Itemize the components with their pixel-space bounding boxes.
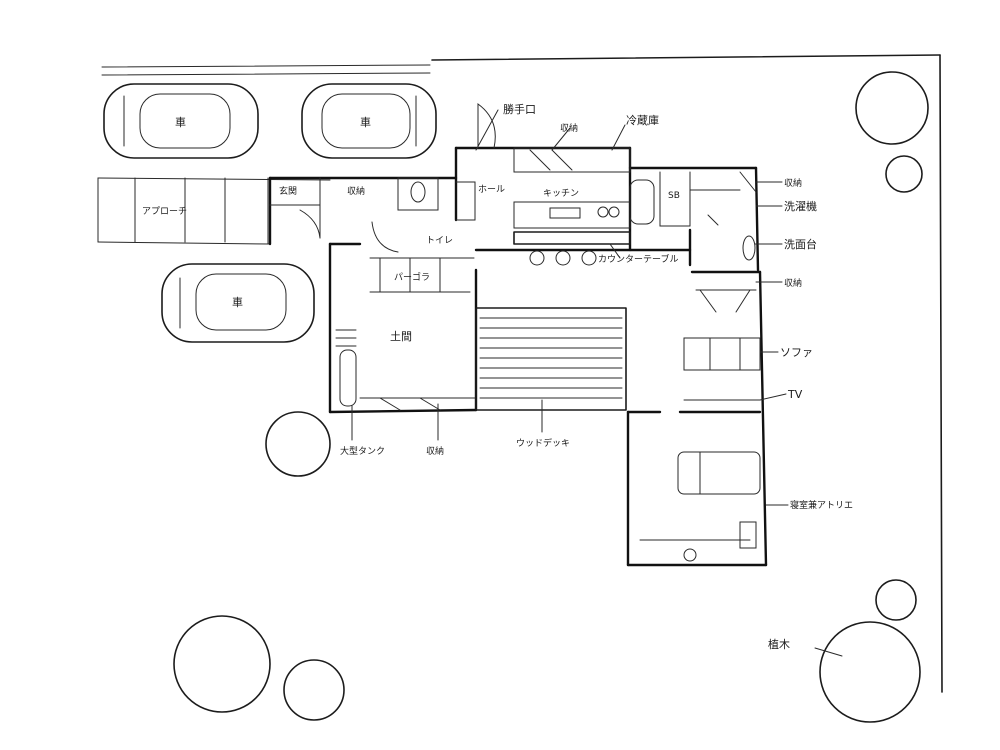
leader-lines (351, 109, 843, 657)
site-boundary (101, 54, 943, 693)
approach-label: アプローチ (142, 206, 187, 217)
labels: 車 車 車 アプローチ 玄関 収納 トイレ ホール 勝手口 収納 冷蔵庫 キッチ… (142, 102, 853, 651)
approach-area (97, 177, 331, 245)
back-door-label: 勝手口 (503, 102, 536, 116)
interior-details (269, 103, 761, 562)
bedroom-atelier-label: 寝室兼アトリエ (790, 499, 853, 511)
sofa-label: ソファ (780, 346, 813, 359)
storage-kitchen-label: 収納 (560, 122, 578, 134)
wood-deck-label: ウッドデッキ (516, 437, 570, 449)
car-3 (161, 263, 315, 343)
car-1-label: 車 (175, 115, 186, 129)
water-tank-label: 大型タンク (340, 445, 385, 457)
car-2 (301, 83, 437, 159)
storage-entrance-label: 収納 (347, 185, 365, 197)
fridge-label: 冷蔵庫 (626, 113, 659, 127)
kitchen-label: キッチン (543, 188, 579, 199)
pergola-label: パーゴラ (394, 271, 430, 283)
washing-machine-label: 洗濯機 (784, 199, 817, 213)
car-1 (103, 83, 259, 159)
entrance-label: 玄関 (279, 185, 297, 197)
wood-deck (475, 307, 627, 411)
tree-label: 植木 (768, 637, 790, 651)
storage-doma-label: 収納 (426, 445, 444, 457)
counter-table-label: カウンターテーブル (598, 253, 678, 265)
doma-label: 土間 (390, 330, 412, 343)
storage-bath-1-label: 収納 (784, 177, 802, 189)
sb-label: SB (668, 191, 680, 201)
house-walls (268, 146, 768, 567)
car-2-label: 車 (360, 115, 371, 129)
toilet-label: トイレ (426, 236, 453, 246)
car-3-label: 車 (232, 295, 243, 309)
tv-label: TV (787, 388, 803, 401)
wash-basin-label: 洗面台 (784, 237, 817, 251)
hall-label: ホール (478, 184, 505, 195)
storage-bath-2-label: 収納 (784, 277, 802, 289)
trees (173, 71, 929, 723)
